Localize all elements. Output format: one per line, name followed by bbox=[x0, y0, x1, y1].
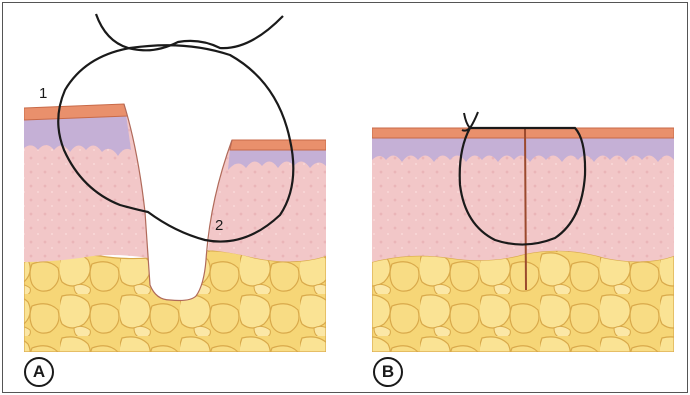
wound-line-b bbox=[525, 128, 526, 290]
epidermis-b bbox=[372, 128, 674, 138]
panel-label-b: B bbox=[373, 357, 403, 387]
fat-layer-b bbox=[372, 251, 674, 352]
suture-tail-a bbox=[96, 14, 283, 50]
epidermis-right-a bbox=[230, 140, 326, 150]
point-label-2: 2 bbox=[215, 218, 223, 233]
panel-b-tissue bbox=[372, 128, 674, 352]
panel-label-a: A bbox=[24, 357, 54, 387]
point-label-1: 1 bbox=[39, 86, 47, 101]
